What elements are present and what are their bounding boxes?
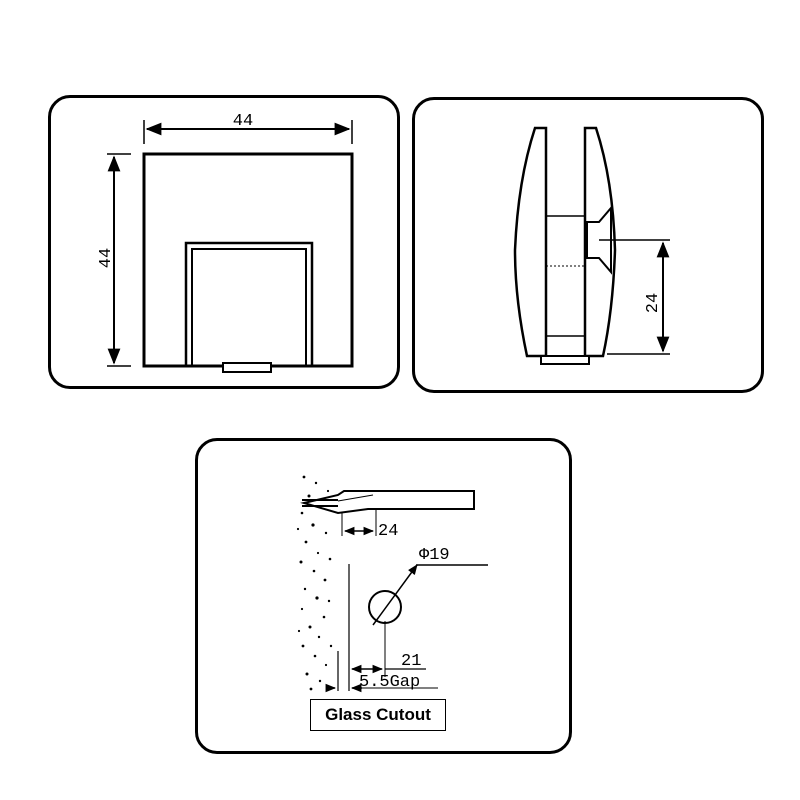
clamp-body-outline xyxy=(142,152,354,368)
hole-diameter-label: Φ19 xyxy=(419,546,450,565)
glass-cutout-caption-box: Glass Cutout xyxy=(310,699,446,731)
glass-cutout-panel: 24 Φ19 21 5.5Gap Glass Cutout xyxy=(195,438,572,754)
width-dimension-label: 44 xyxy=(233,112,253,131)
screw-height-label: 24 xyxy=(644,293,663,313)
front-view-panel: 44 44 xyxy=(48,95,400,389)
base-tab xyxy=(222,362,272,373)
wall-texture xyxy=(296,475,333,691)
glass-cutout-drawing: 24 Φ19 21 5.5Gap xyxy=(296,475,488,693)
front-view-drawing: 44 44 xyxy=(97,112,354,373)
side-view-panel: 24 xyxy=(412,97,764,393)
edge-distance-label: 24 xyxy=(378,522,398,541)
height-dimension-label: 44 xyxy=(97,248,116,268)
side-base xyxy=(540,355,590,365)
hole-offset-label: 21 xyxy=(401,652,421,671)
right-jaw xyxy=(583,126,617,358)
side-view-drawing: 24 xyxy=(513,126,670,365)
glass-slot-outer xyxy=(184,241,314,366)
gap-label: 5.5Gap xyxy=(359,673,420,692)
glass-slot-inner xyxy=(191,248,307,366)
left-jaw xyxy=(513,126,548,358)
clamp-top-view xyxy=(300,490,475,515)
wall-anchor xyxy=(302,499,338,507)
glass-cutout-caption: Glass Cutout xyxy=(325,705,431,724)
glass-hole xyxy=(368,590,402,624)
